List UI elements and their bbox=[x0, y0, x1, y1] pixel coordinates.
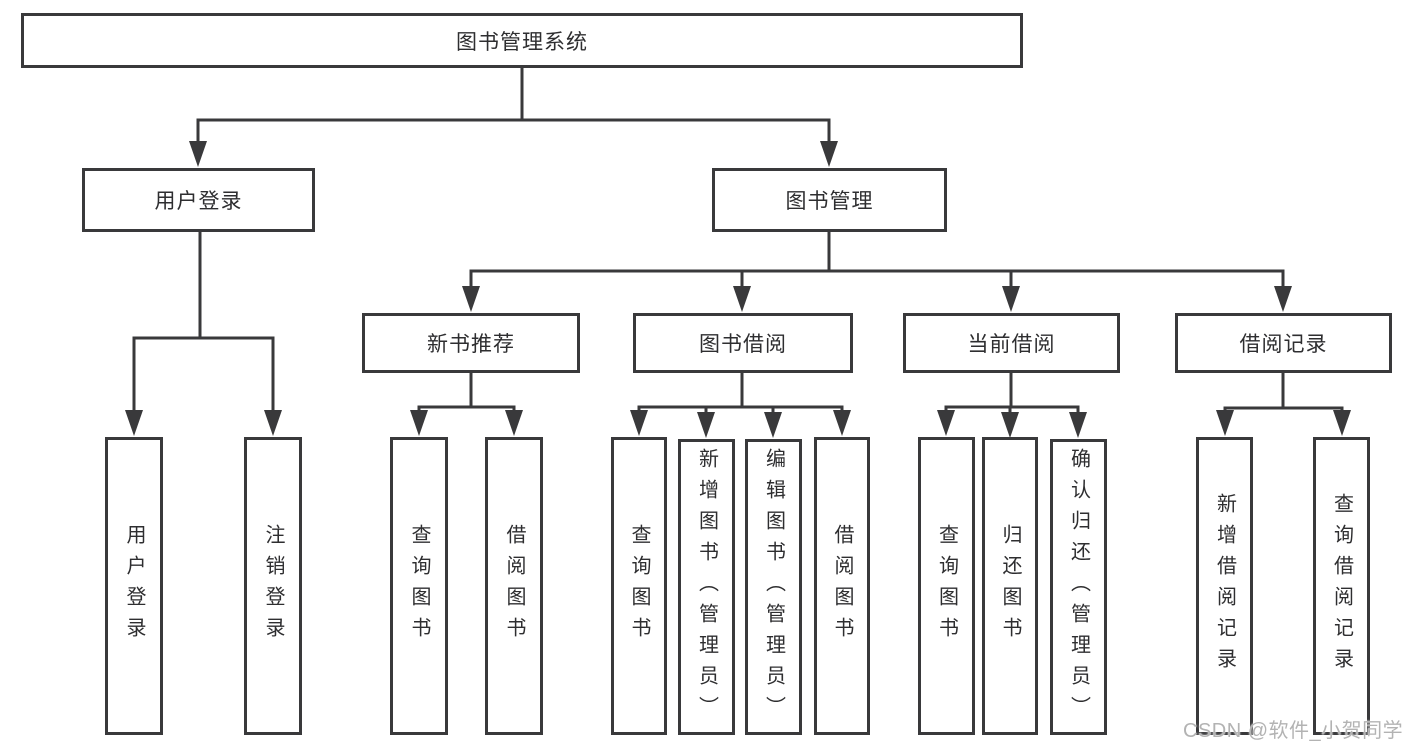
node-label: 查询图书 bbox=[935, 524, 958, 648]
watermark: CSDN @软件_小贺同学 bbox=[1183, 720, 1404, 742]
arrowhead-icon bbox=[820, 141, 838, 167]
node-label: 注销登录 bbox=[262, 524, 284, 648]
arrowhead-icon bbox=[833, 410, 851, 436]
arrowhead-icon bbox=[764, 412, 782, 438]
node-borrow-records: 借阅记录 bbox=[1175, 313, 1392, 373]
node-leaf-return-book: 归还图书 bbox=[982, 437, 1038, 735]
arrowhead-icon bbox=[733, 286, 751, 312]
arrowhead-icon bbox=[264, 410, 282, 436]
node-leaf-query-book-2: 查询图书 bbox=[611, 437, 667, 735]
arrowhead-icon bbox=[125, 410, 143, 436]
node-leaf-borrow-book-2: 借阅图书 bbox=[814, 437, 870, 735]
arrowhead-icon bbox=[1274, 286, 1292, 312]
node-label: 借阅图书 bbox=[503, 524, 525, 648]
node-label: 归还图书 bbox=[999, 524, 1021, 648]
node-label: 借阅图书 bbox=[831, 524, 853, 648]
arrowhead-icon bbox=[1002, 286, 1020, 312]
node-leaf-add-borrow-record: 新增借阅记录 bbox=[1196, 437, 1253, 735]
node-label: 图书管理 bbox=[785, 190, 874, 213]
node-leaf-logout: 注销登录 bbox=[244, 437, 302, 735]
node-leaf-confirm-return-admin: 确认归还（管理员） bbox=[1050, 439, 1107, 735]
node-label: 编辑图书（管理员） bbox=[762, 447, 785, 727]
node-label: 查询图书 bbox=[628, 524, 650, 648]
node-user-login: 用户登录 bbox=[82, 168, 315, 232]
arrowhead-icon bbox=[1333, 410, 1351, 436]
node-leaf-user-login: 用户登录 bbox=[105, 437, 163, 735]
node-label: 确认归还（管理员） bbox=[1067, 447, 1090, 727]
node-book-management: 图书管理 bbox=[712, 168, 947, 232]
node-leaf-add-book-admin: 新增图书（管理员） bbox=[678, 439, 735, 735]
node-label: 查询借阅记录 bbox=[1330, 493, 1353, 679]
node-label: 查询图书 bbox=[408, 524, 430, 648]
node-book-borrowing: 图书借阅 bbox=[633, 313, 853, 373]
arrowhead-icon bbox=[1001, 412, 1019, 438]
node-leaf-query-borrow-record: 查询借阅记录 bbox=[1313, 437, 1370, 735]
arrowhead-icon bbox=[1216, 410, 1234, 436]
node-label: 用户登录 bbox=[154, 190, 243, 213]
node-label: 新增借阅记录 bbox=[1213, 493, 1236, 679]
node-current-borrowing: 当前借阅 bbox=[903, 313, 1120, 373]
node-leaf-edit-book-admin: 编辑图书（管理员） bbox=[745, 439, 802, 735]
arrowhead-icon bbox=[630, 410, 648, 436]
node-label: 新书推荐 bbox=[427, 333, 515, 356]
arrowhead-icon bbox=[462, 286, 480, 312]
node-leaf-query-book-1: 查询图书 bbox=[390, 437, 448, 735]
node-new-book-recommend: 新书推荐 bbox=[362, 313, 580, 373]
node-label: 用户登录 bbox=[123, 524, 145, 648]
arrowhead-icon bbox=[189, 141, 207, 167]
arrowhead-icon bbox=[697, 412, 715, 438]
node-label: 图书借阅 bbox=[699, 333, 787, 356]
node-leaf-borrow-book-1: 借阅图书 bbox=[485, 437, 543, 735]
arrowhead-icon bbox=[410, 410, 428, 436]
node-label: 当前借阅 bbox=[967, 333, 1056, 356]
node-label: 借阅记录 bbox=[1239, 333, 1328, 356]
node-label: 新增图书（管理员） bbox=[695, 447, 718, 727]
arrowhead-icon bbox=[937, 410, 955, 436]
node-root-system: 图书管理系统 bbox=[21, 13, 1023, 68]
node-leaf-query-book-3: 查询图书 bbox=[918, 437, 975, 735]
node-label: 图书管理系统 bbox=[456, 30, 588, 54]
arrowhead-icon bbox=[1069, 412, 1087, 438]
arrowhead-icon bbox=[505, 410, 523, 436]
